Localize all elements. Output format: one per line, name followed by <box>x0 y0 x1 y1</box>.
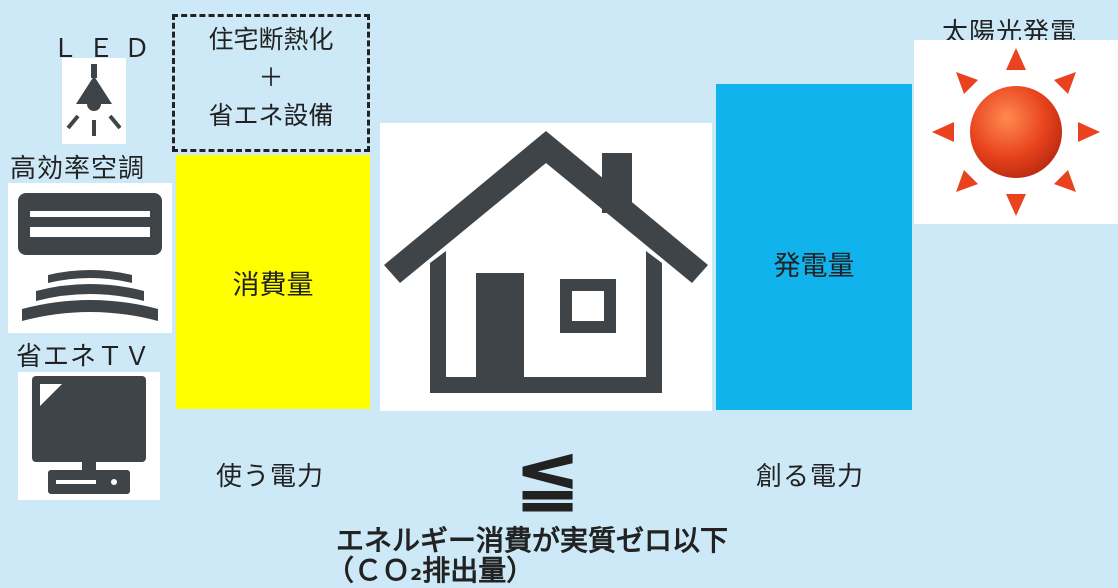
insulation-line-2: ＋ <box>258 63 284 92</box>
generation-bar: 発電量 <box>716 84 912 410</box>
less-than-or-equal-symbol: ≦ <box>514 429 582 522</box>
conclusion-line-1: エネルギー消費が実質ゼロ以下 <box>336 524 729 557</box>
aircon-label: 高効率空調 <box>10 154 146 184</box>
television-icon <box>18 372 160 500</box>
generation-bar-label: 発電量 <box>773 251 855 282</box>
insulation-line-1: 住宅断熱化 <box>208 25 334 54</box>
conclusion-line-2: （ＣＯ₂排出量） <box>326 554 535 587</box>
consumption-caption: 使う電力 <box>216 462 325 492</box>
air-conditioner-icon <box>8 183 172 333</box>
led-lamp-icon <box>62 58 126 144</box>
house-icon <box>384 131 708 393</box>
insulation-box: 住宅断熱化 ＋ 省エネ設備 <box>172 14 370 152</box>
tv-label: 省エネＴＶ <box>16 342 152 372</box>
house-panel <box>380 123 712 411</box>
consumption-bar: 消費量 <box>176 155 370 409</box>
generation-caption: 創る電力 <box>756 462 865 492</box>
consumption-bar-label: 消費量 <box>232 270 314 301</box>
sun-icon <box>932 48 1100 216</box>
sun-panel <box>914 40 1118 224</box>
insulation-line-3: 省エネ設備 <box>208 101 334 130</box>
